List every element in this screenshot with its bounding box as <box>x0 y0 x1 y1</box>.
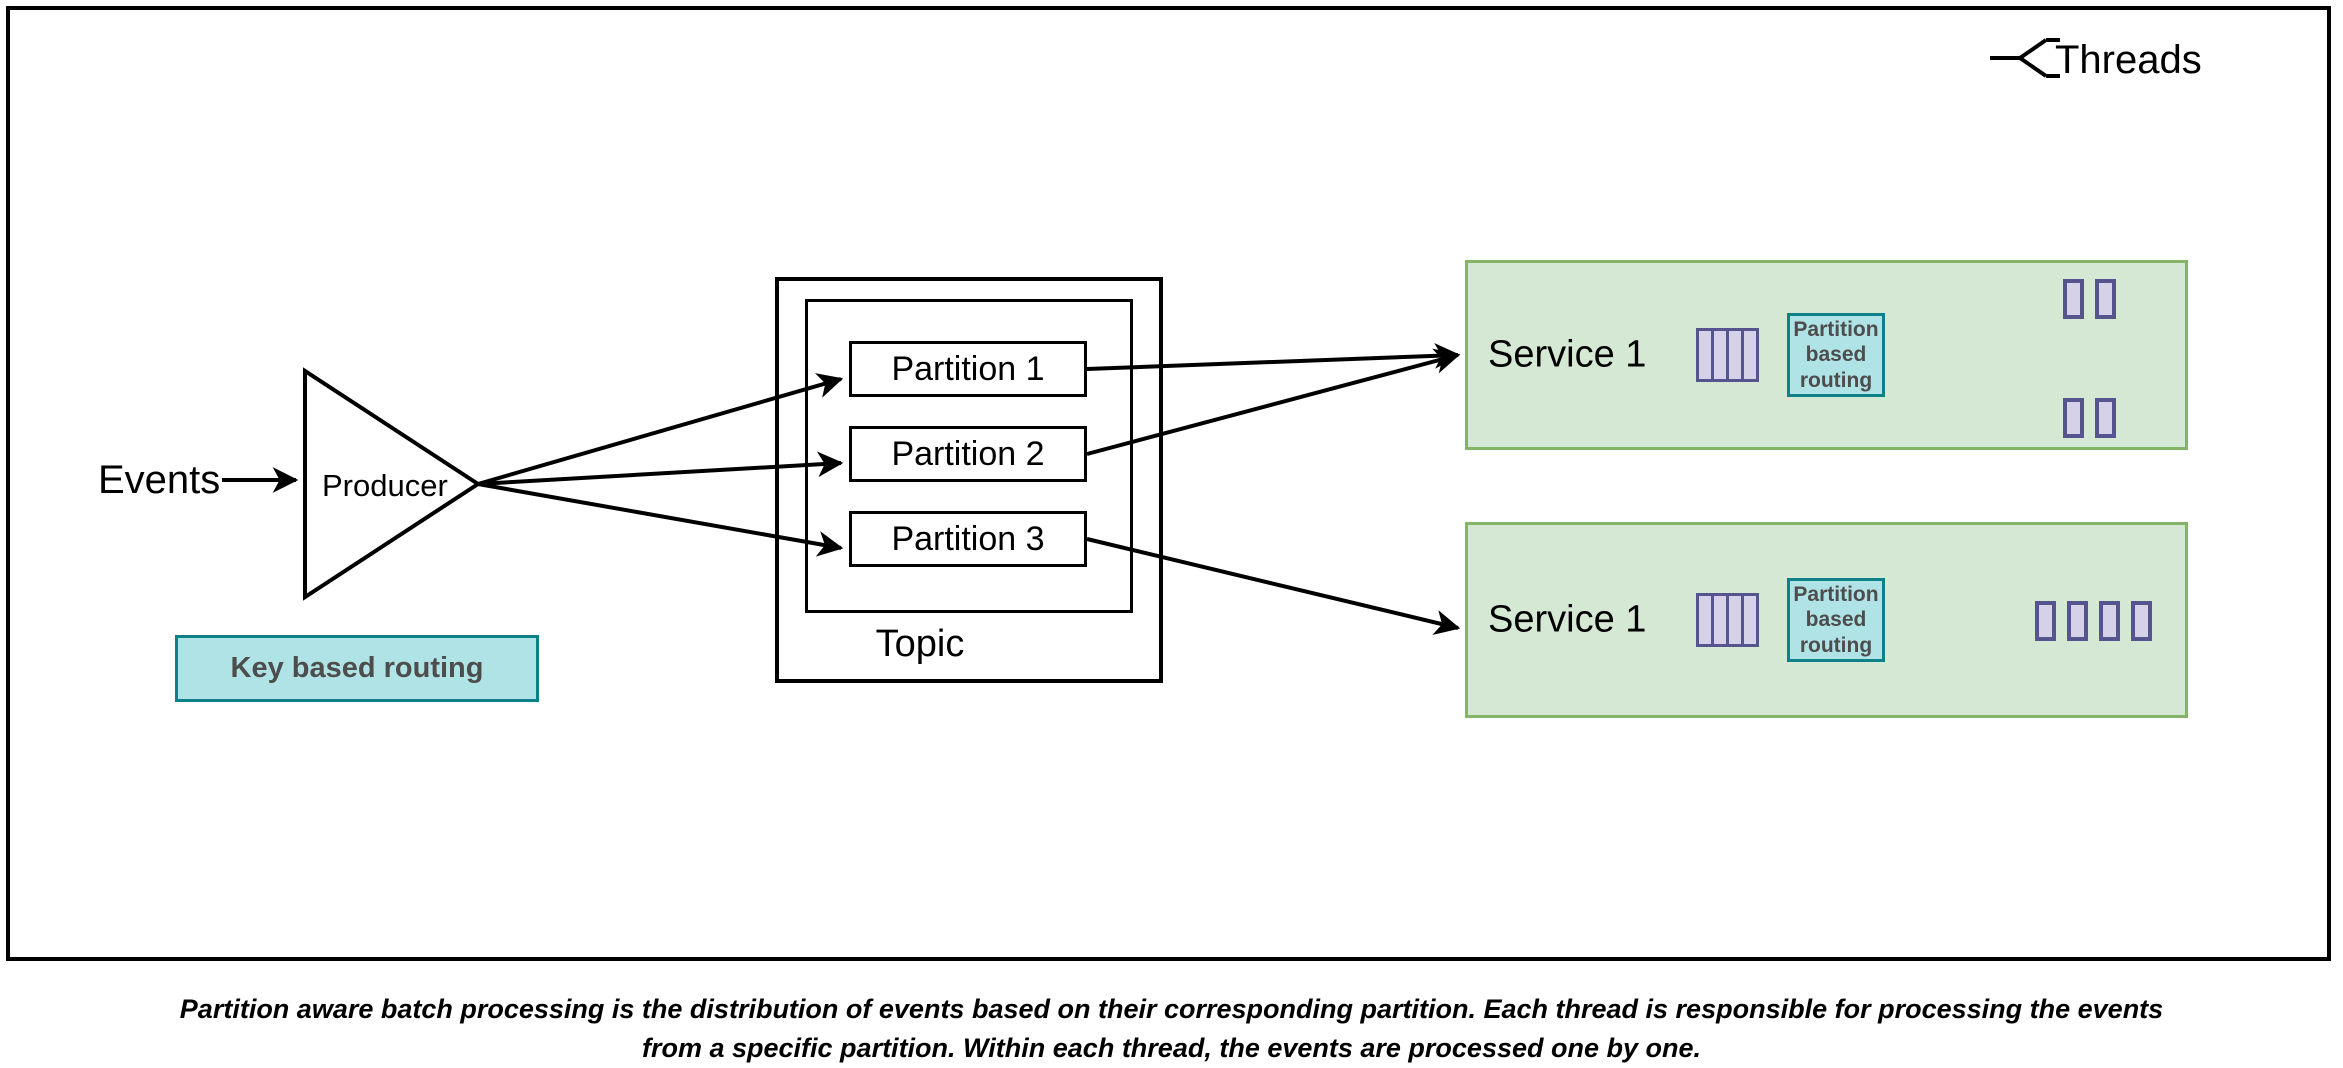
thread-cell <box>2063 279 2084 319</box>
partition-box-1: Partition 1 <box>849 341 1087 397</box>
service-1-batch <box>1696 328 1759 382</box>
service-1-thread-1-cells <box>2063 279 2116 319</box>
thread-cell <box>2067 601 2088 641</box>
threads-legend-label: Threads <box>2055 38 2202 82</box>
routing-label-line-2: based <box>1805 608 1867 632</box>
routing-label-line-2: based <box>1805 343 1867 367</box>
partition-box-3: Partition 3 <box>849 511 1087 567</box>
thread-cell <box>2131 601 2152 641</box>
caption-line-2: from a specific partition. Within each t… <box>641 1033 1702 1064</box>
service-2-thread-1-cells <box>2035 601 2152 641</box>
batch-cell <box>1741 328 1759 382</box>
partition-box-2: Partition 2 <box>849 426 1087 482</box>
key-based-routing-box: Key based routing <box>175 635 539 702</box>
topic-inner-box <box>805 299 1133 613</box>
routing-label-line-1: Partition <box>1793 317 1879 341</box>
topic-label: Topic <box>875 623 965 665</box>
routing-label-line-3: routing <box>1799 368 1873 392</box>
topic-outer-box <box>775 277 1163 683</box>
service-2-batch <box>1696 593 1759 647</box>
service-1-partition-based-routing-box: Partition based routing <box>1787 313 1885 397</box>
events-label: Events <box>98 458 221 502</box>
routing-label-line-1: Partition <box>1793 582 1879 606</box>
caption: Partition aware batch processing is the … <box>0 990 2343 1068</box>
service-1-thread-2-cells <box>2063 398 2116 438</box>
thread-cell <box>2095 279 2116 319</box>
service-group-1: Service 1 Partition based routing <box>1465 260 2188 450</box>
service-group-2: Service 1 Partition based routing <box>1465 522 2188 718</box>
thread-cell <box>2035 601 2056 641</box>
thread-cell <box>2095 398 2116 438</box>
thread-cell <box>2099 601 2120 641</box>
service-2-partition-based-routing-box: Partition based routing <box>1787 578 1885 662</box>
service-2-name: Service 1 <box>1488 598 1647 641</box>
producer-label: Producer <box>322 468 448 503</box>
batch-cell <box>1741 593 1759 647</box>
service-1-name: Service 1 <box>1488 333 1647 376</box>
caption-line-1: Partition aware batch processing is the … <box>179 994 2164 1024</box>
thread-cell <box>2063 398 2084 438</box>
routing-label-line-3: routing <box>1799 633 1873 657</box>
